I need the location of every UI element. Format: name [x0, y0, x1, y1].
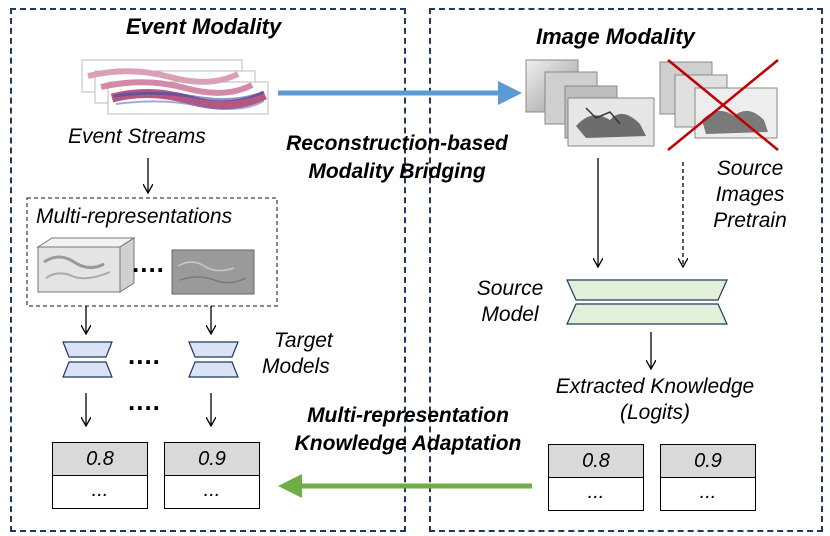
event-streams-image [81, 59, 269, 115]
source-images-pretrain-label: Source Images Pretrain [713, 157, 787, 232]
adaptation-arrow [278, 474, 532, 498]
image-logit-1-rest: ... [548, 477, 644, 511]
adaptation-label: Multi-representation Knowledge Adaptatio… [294, 404, 522, 455]
gray-frame-representation-image [171, 249, 255, 295]
image-logit-2-value: 0.9 [660, 444, 756, 478]
crossed-images-stack [659, 59, 779, 151]
voxel-representation-image [36, 237, 136, 293]
image-logit-2-rest: ... [660, 477, 756, 511]
target-models-ellipsis: .... [128, 340, 161, 370]
source-images-stack [525, 59, 655, 147]
target-model-2 [188, 341, 239, 378]
event-logit-2-rest: ... [164, 475, 260, 509]
bridging-label: Reconstruction-based Modality Bridging [286, 132, 508, 183]
bridging-arrow [278, 81, 522, 105]
target-models-label: Target Models [262, 329, 333, 378]
representations-ellipsis: .... [132, 248, 165, 278]
source-model-label: Source Model [476, 277, 544, 326]
image-modality-panel [429, 8, 823, 532]
event-modality-panel [10, 8, 406, 532]
target-model-1 [62, 341, 113, 378]
extracted-knowledge-label: Extracted Knowledge (Logits) [555, 375, 755, 424]
source-model [566, 279, 728, 325]
event-streams-label: Event Streams [68, 125, 206, 148]
arrows-ellipsis: .... [128, 386, 161, 416]
event-logit-1-value: 0.8 [52, 442, 148, 476]
event-logit-2-value: 0.9 [164, 442, 260, 476]
image-logit-1-value: 0.8 [548, 444, 644, 478]
image-modality-title: Image Modality [536, 24, 695, 49]
multi-representations-label: Multi-representations [36, 205, 233, 228]
event-modality-title: Event Modality [126, 14, 282, 39]
multi-representations-box [26, 197, 278, 307]
event-logit-1-rest: ... [52, 475, 148, 509]
